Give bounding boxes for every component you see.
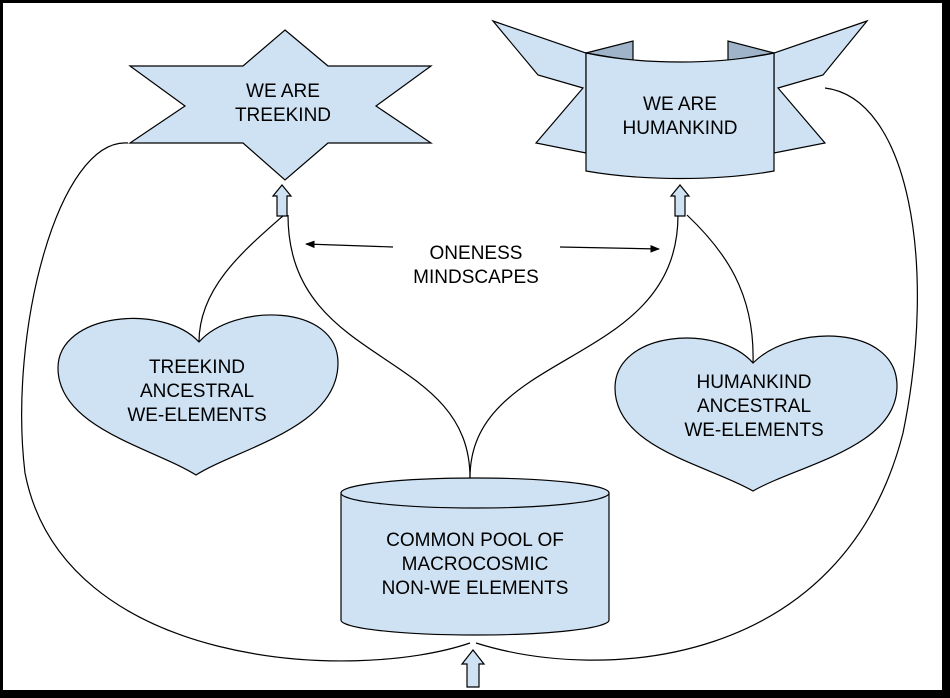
oneness-arrow-right (559, 244, 660, 253)
humankind-banner (491, 19, 869, 180)
humankind-heart-line3: WE-ELEMENTS (684, 420, 823, 441)
common-pool-cylinder (340, 477, 610, 636)
treekind-heart-line1: TREEKIND (149, 357, 245, 378)
oneness-arrow-left (305, 240, 394, 249)
outer-loop-left (21, 142, 471, 662)
up-arrow-left-icon (271, 184, 293, 217)
up-arrow-bottom-icon (460, 649, 486, 688)
pool-line2: MACROCOSMIC (402, 554, 549, 575)
outer-loop-right (475, 87, 918, 661)
treekind-heart-curve (198, 214, 285, 343)
humankind-line1: WE ARE (643, 94, 717, 115)
treekind-heart-line2: ANCESTRAL (140, 381, 254, 402)
humankind-heart-line2: ANCESTRAL (697, 396, 811, 417)
pool-to-treekind-curve (287, 214, 471, 479)
diagram-canvas: WE ARE TREEKIND WE ARE HUMANKIND ONENESS… (21, 19, 918, 688)
pool-line1: COMMON POOL OF (386, 530, 564, 551)
pool-to-humankind-curve (469, 214, 679, 479)
humankind-heart (614, 335, 898, 492)
up-arrow-right-icon (669, 184, 691, 217)
treekind-star (128, 29, 433, 181)
oneness-line1: ONENESS (430, 243, 523, 264)
treekind-heart-line3: WE-ELEMENTS (127, 405, 266, 426)
oneness-line2: MINDSCAPES (413, 267, 539, 288)
humankind-heart-curve (686, 214, 754, 364)
treekind-line2: TREEKIND (235, 105, 331, 126)
humankind-line2: HUMANKIND (622, 118, 737, 139)
humankind-heart-line1: HUMANKIND (696, 372, 811, 393)
treekind-heart (57, 314, 339, 476)
pool-line3: NON-WE ELEMENTS (382, 578, 569, 599)
treekind-line1: WE ARE (246, 81, 320, 102)
connector-lines (21, 87, 918, 662)
